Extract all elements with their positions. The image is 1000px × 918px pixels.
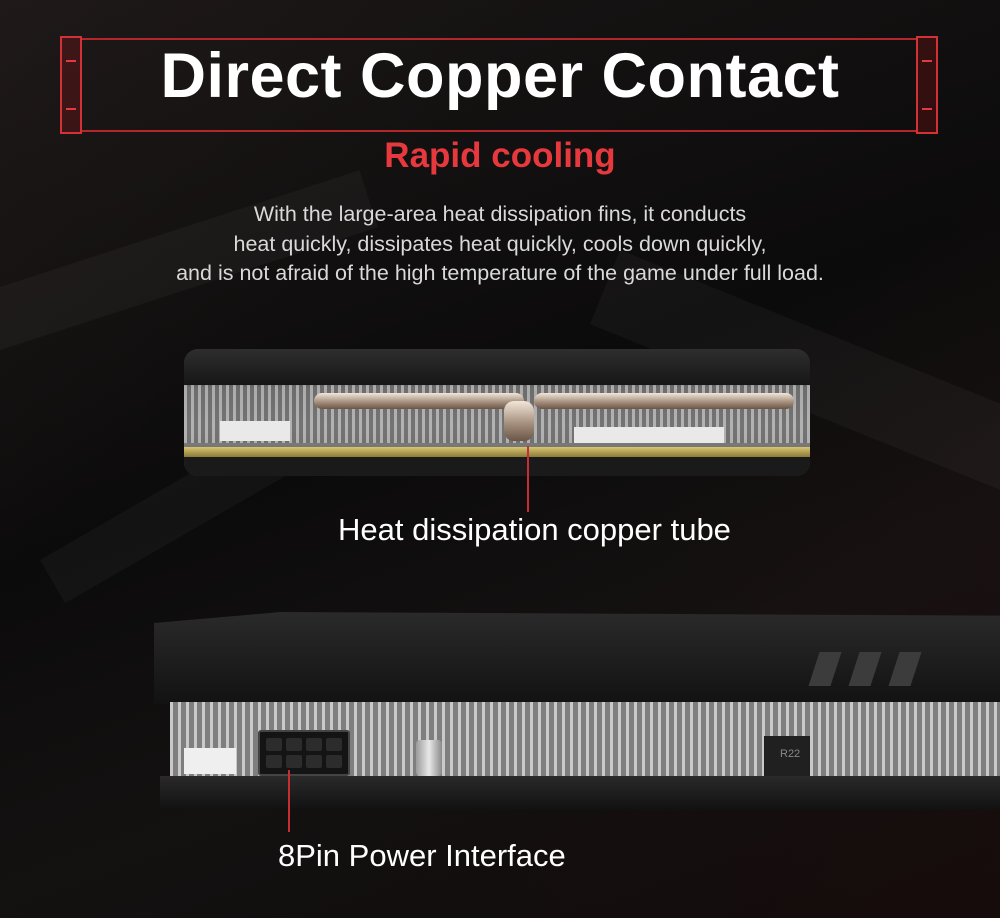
title-frame: [60, 36, 938, 134]
description-line: and is not afraid of the high temperatur…: [176, 261, 824, 285]
page-title: Direct Copper Contact: [160, 41, 840, 111]
circuit-board: [184, 447, 810, 457]
description: With the large-area heat dissipation fin…: [100, 200, 900, 289]
frame-line-bottom: [82, 130, 916, 132]
heatsink-photo: [184, 349, 810, 476]
heatsink-block: [574, 427, 724, 443]
description-line: heat quickly, dissipates heat quickly, c…: [233, 231, 767, 256]
backplate: [160, 776, 1000, 810]
page-subtitle: Rapid cooling: [384, 136, 616, 175]
frame-cap-right: [916, 36, 938, 134]
frame-line-top: [82, 38, 916, 40]
shroud: [184, 349, 810, 385]
board-marking: R22: [780, 748, 801, 760]
callout-line: [288, 770, 290, 832]
fan-connector: [184, 748, 236, 774]
power-connector-photo: R22: [140, 612, 1000, 810]
backplate: [184, 457, 810, 476]
frame-cap-left: [60, 36, 82, 134]
copper-tube: [314, 393, 524, 409]
callout-copper-tube: Heat dissipation copper tube: [338, 512, 731, 547]
callout-line: [527, 446, 529, 512]
callout-power-interface: 8Pin Power Interface: [278, 838, 566, 873]
copper-tube: [504, 401, 534, 441]
8pin-power-connector: [258, 730, 350, 776]
copper-tube: [534, 393, 794, 409]
description-line: With the large-area heat dissipation fin…: [253, 202, 747, 226]
inductor: [764, 736, 810, 776]
capacitor: [416, 740, 442, 776]
heatsink-block: [220, 421, 290, 441]
